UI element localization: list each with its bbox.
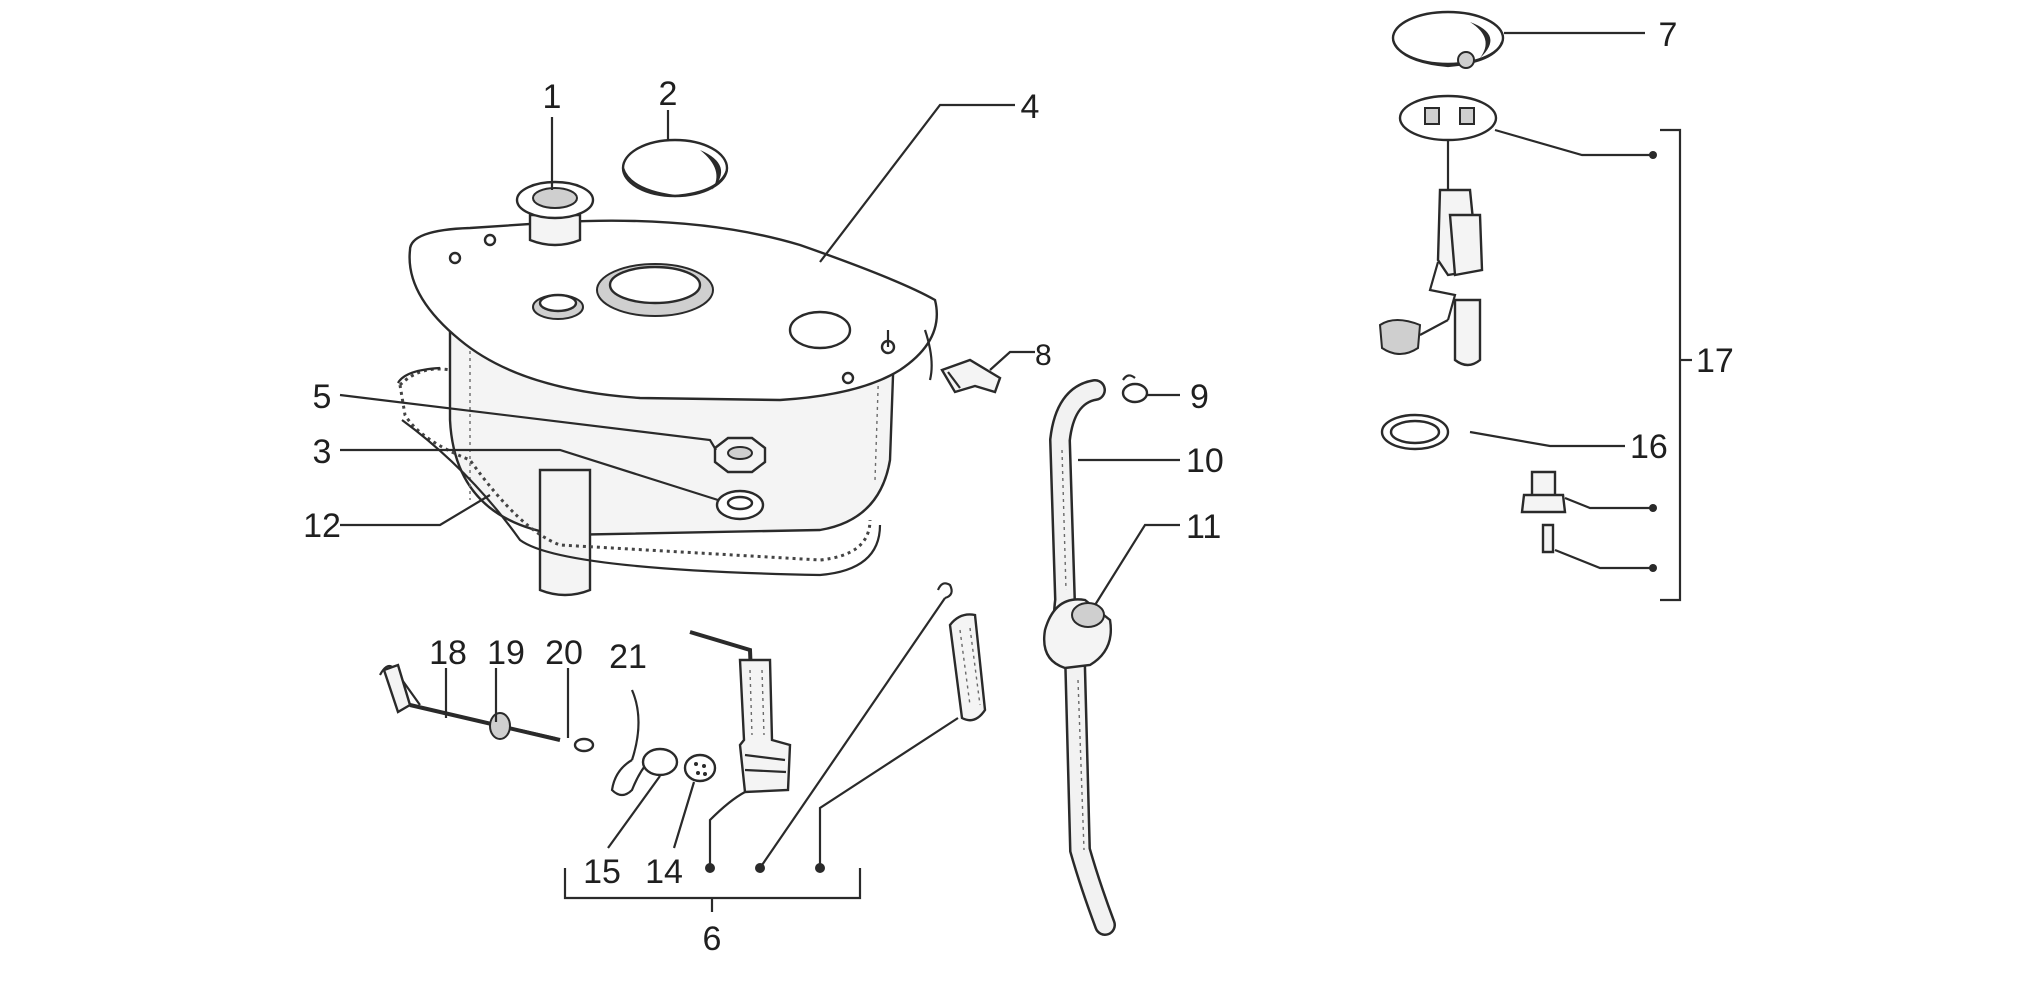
split-pin	[610, 759, 651, 797]
callout-11: 11	[1186, 508, 1221, 546]
filter-gauze	[683, 753, 717, 783]
callout-17: 17	[1696, 342, 1734, 380]
callout-18: 18	[429, 634, 467, 672]
filler-neck-ring	[515, 180, 595, 247]
callout-6: 6	[703, 920, 722, 958]
fuel-tap-body	[689, 630, 792, 794]
callout-21: 21	[609, 638, 647, 676]
sender-pin	[1541, 523, 1555, 554]
callout-5: 5	[313, 378, 332, 416]
clip	[940, 358, 1002, 394]
callout-12: 12	[303, 507, 341, 545]
rubber-seal-ring	[398, 367, 872, 562]
filter-cup	[641, 747, 679, 777]
callout-16: 16	[1630, 428, 1668, 466]
tap-spring-clip	[936, 582, 953, 600]
callout-19: 19	[487, 634, 525, 672]
sender-grommet	[1520, 470, 1567, 514]
callout-8: 8	[1035, 339, 1052, 372]
nut	[713, 436, 767, 474]
callout-9: 9	[1190, 378, 1209, 416]
fuel-level-sender	[1378, 94, 1498, 367]
callout-7: 7	[1659, 16, 1678, 54]
fuel-tap-lever	[379, 663, 595, 753]
callout-2: 2	[659, 75, 678, 113]
callout-3: 3	[313, 433, 332, 471]
inline-fuel-filter	[1043, 598, 1112, 670]
callout-15: 15	[583, 853, 621, 891]
pump-cover	[1391, 10, 1505, 69]
leader-lines	[339, 31, 1692, 912]
fuel-tank	[408, 219, 938, 597]
sender-seal-ring	[1380, 413, 1450, 451]
callout-1: 1	[543, 78, 562, 116]
tap-filter-sleeve	[948, 613, 987, 722]
tank-cap	[621, 138, 729, 198]
callout-14: 14	[645, 853, 683, 891]
callout-20: 20	[545, 634, 583, 672]
callout-dots	[705, 151, 1657, 873]
callout-10: 10	[1186, 442, 1224, 480]
callout-4: 4	[1021, 88, 1040, 126]
hose-clamp	[1121, 374, 1149, 404]
washer	[715, 489, 765, 521]
